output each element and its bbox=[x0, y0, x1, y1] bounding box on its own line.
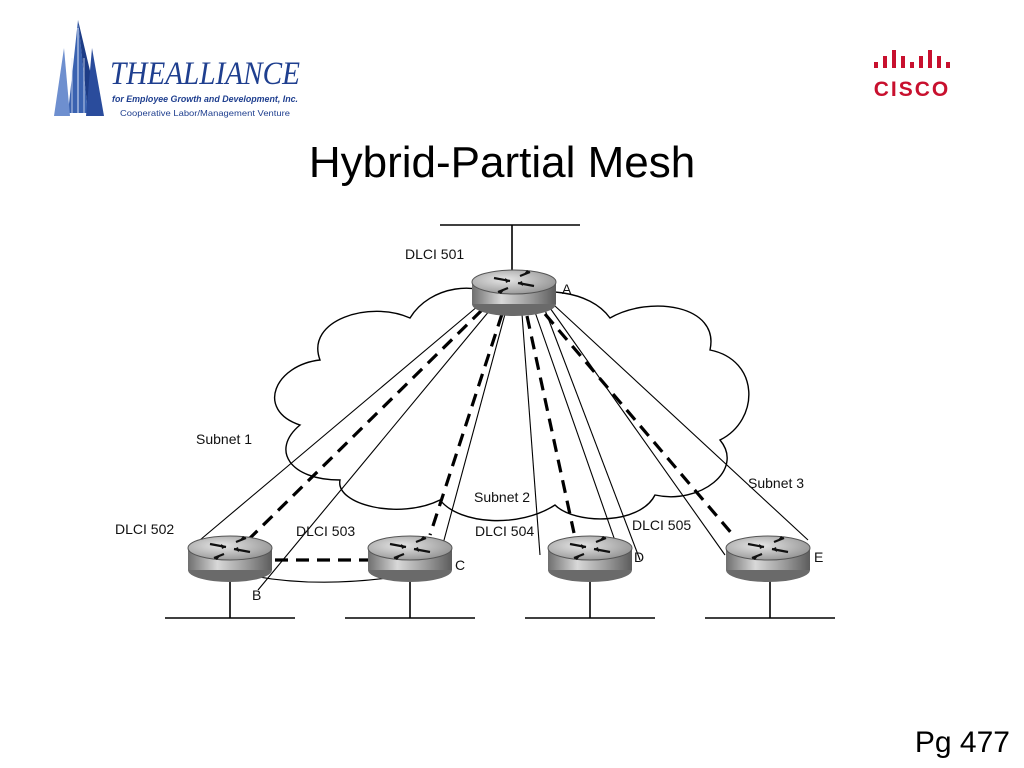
the-alliance-logo: THEALLIANCE for Employee Growth and Deve… bbox=[48, 18, 318, 128]
lan-segment-a bbox=[440, 224, 580, 272]
router-d bbox=[546, 534, 634, 584]
solid-pvc-links bbox=[195, 305, 809, 591]
alliance-logo-name: THEALLIANCE bbox=[110, 56, 300, 92]
router-a bbox=[470, 268, 558, 318]
router-e bbox=[724, 534, 812, 584]
cisco-logo: CISCO bbox=[860, 42, 970, 102]
subnet-label-3: Subnet 3 bbox=[748, 475, 804, 491]
subnet-label-1: Subnet 1 bbox=[196, 431, 252, 447]
cisco-bridge-icon bbox=[874, 50, 950, 68]
router-label-b: B bbox=[252, 587, 261, 603]
router-label-c: C bbox=[455, 557, 465, 573]
router-label-e: E bbox=[814, 549, 823, 565]
dlci-label-b: DLCI 502 bbox=[115, 521, 174, 537]
router-label-d: D bbox=[634, 549, 644, 565]
frame-relay-cloud bbox=[274, 287, 750, 522]
subnet-label-2: Subnet 2 bbox=[474, 489, 530, 505]
cisco-logo-text: CISCO bbox=[874, 78, 951, 101]
dlci-label-d: DLCI 504 bbox=[475, 523, 534, 539]
router-label-a: A bbox=[562, 281, 572, 297]
router-c bbox=[366, 534, 454, 584]
alliance-logo-subtitle: Cooperative Labor/Management Venture bbox=[120, 108, 290, 118]
lan-segments-bottom bbox=[165, 580, 835, 619]
router-b bbox=[186, 534, 274, 584]
dlci-label-c: DLCI 503 bbox=[296, 523, 355, 539]
dlci-label-e: DLCI 505 bbox=[632, 517, 691, 533]
alliance-logo-tagline: for Employee Growth and Development, Inc… bbox=[112, 94, 298, 104]
skyscraper-icon bbox=[54, 20, 104, 116]
dlci-label-a: DLCI 501 bbox=[405, 246, 464, 262]
slide-title: Hybrid-Partial Mesh bbox=[308, 138, 696, 187]
page-number: Pg 477 bbox=[914, 726, 1010, 759]
dashed-pvc-links bbox=[246, 308, 735, 562]
